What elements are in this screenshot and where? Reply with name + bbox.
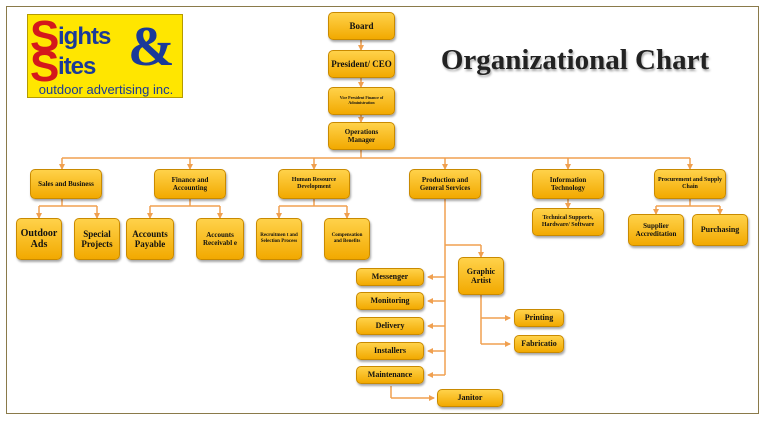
node-vice-president: Vice President Finance of Administration xyxy=(328,87,395,115)
logo-word-2: ites xyxy=(58,53,96,80)
node-messenger: Messenger xyxy=(356,268,424,286)
node-operations-manager: Operations Manager xyxy=(328,122,395,150)
node-information-technology: Information Technology xyxy=(532,169,604,199)
node-finance-accounting: Finance and Accounting xyxy=(154,169,226,199)
chart-frame xyxy=(6,6,759,414)
node-procurement-supply: Procurement and Supply Chain xyxy=(654,169,726,199)
node-outdoor-ads: Outdoor Ads xyxy=(16,218,62,260)
node-printing: Printing xyxy=(514,309,564,327)
logo-initial-1: S xyxy=(30,14,59,61)
node-technical-support: Technical Supports, Hardware/ Software xyxy=(532,208,604,236)
node-special-projects: Special Projects xyxy=(74,218,120,260)
node-janitor: Janitor xyxy=(437,389,503,407)
node-recruitment-selection: Recruitmen t and Selection Process xyxy=(256,218,302,260)
node-installers: Installers xyxy=(356,342,424,360)
node-accounts-receivable: Accounts Receivabl e xyxy=(196,218,244,260)
node-delivery: Delivery xyxy=(356,317,424,335)
node-president: President/ CEO xyxy=(328,50,395,78)
node-compensation-benefits: Compensation and Benefits xyxy=(324,218,370,260)
logo-initial-2: S xyxy=(30,42,59,91)
node-production-general: Production and General Services xyxy=(409,169,481,199)
node-graphic-artist: Graphic Artist xyxy=(458,257,504,295)
node-monitoring: Monitoring xyxy=(356,292,424,310)
node-purchasing: Purchasing xyxy=(692,214,748,246)
logo-tagline: outdoor advertising inc. xyxy=(38,82,174,97)
node-sales-business: Sales and Business xyxy=(30,169,102,199)
logo-ampersand: & xyxy=(128,16,175,78)
chart-title: Organizational Chart xyxy=(440,44,710,76)
node-human-resource: Human Resource Development xyxy=(278,169,350,199)
node-fabrication: Fabricatio xyxy=(514,335,564,353)
node-supplier-accreditation: Supplier Accreditation xyxy=(628,214,684,246)
node-accounts-payable: Accounts Payable xyxy=(126,218,174,260)
logo-word-1: ights xyxy=(58,23,111,50)
node-maintenance: Maintenance xyxy=(356,366,424,384)
company-logo: S ights S ites & outdoor advertising inc… xyxy=(27,14,183,98)
node-board: Board xyxy=(328,12,395,40)
